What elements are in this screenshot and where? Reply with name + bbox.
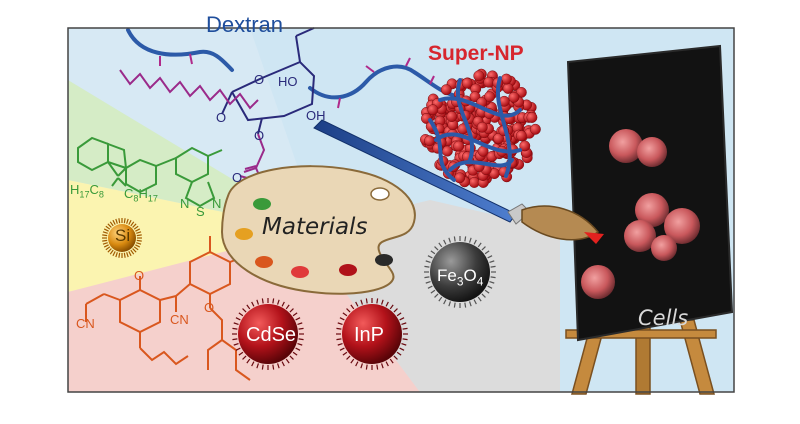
inp-label: InP [354, 324, 385, 346]
chem-s: S [196, 204, 205, 219]
chem-o1: O [134, 268, 145, 283]
chem-oh: OH [306, 108, 326, 123]
cdse-nanoparticle-icon [238, 304, 298, 364]
cell-icon-2 [624, 193, 700, 261]
chem-o-link: O [216, 110, 227, 125]
sugar-ring [221, 27, 316, 135]
chem-ho: HO [278, 74, 298, 89]
chem-n1: N [180, 196, 190, 211]
dextran-label: Dextran [206, 12, 284, 37]
chem-c8h17: C8H17 [124, 186, 158, 204]
chem-o-ester: O [254, 128, 265, 143]
super-np-label: Super-NP [428, 42, 524, 65]
paint-palette-icon [220, 165, 416, 295]
alkyl-chain [119, 69, 259, 110]
yellow-wedge [68, 180, 320, 292]
easel-icon [565, 317, 717, 395]
dextran-chain [126, 28, 458, 100]
chem-n2: N [212, 196, 222, 211]
inp-nanoparticle-icon [342, 304, 402, 364]
cell-icon-1 [609, 129, 667, 167]
fe3o4-label: Fe3O4 [437, 266, 484, 289]
cells-label: Cells [638, 306, 689, 330]
paintbrush-icon [313, 119, 604, 244]
figure-frame [67, 27, 735, 393]
chem-o-ring: O [254, 72, 265, 87]
fluorene-structure [77, 136, 223, 208]
chem-h17c8: H17C8 [70, 182, 104, 200]
pink-wedge [68, 232, 420, 392]
oligomer-structure [85, 236, 251, 381]
fe3o4-nanoparticle-icon [430, 242, 490, 302]
chem-o-carbonyl: O [232, 170, 243, 185]
chem-o2: O [204, 300, 215, 315]
cell-icon-3 [581, 265, 615, 299]
chem-cn2: CN [170, 312, 189, 327]
super-np-particle [420, 68, 541, 188]
materials-label: Materials [262, 214, 368, 240]
cdse-label: CdSe [246, 324, 297, 346]
si-nanoparticle-icon [108, 224, 136, 252]
black-canvas [566, 44, 734, 342]
chem-cn1: CN [76, 316, 95, 331]
si-label: Si [115, 226, 131, 245]
